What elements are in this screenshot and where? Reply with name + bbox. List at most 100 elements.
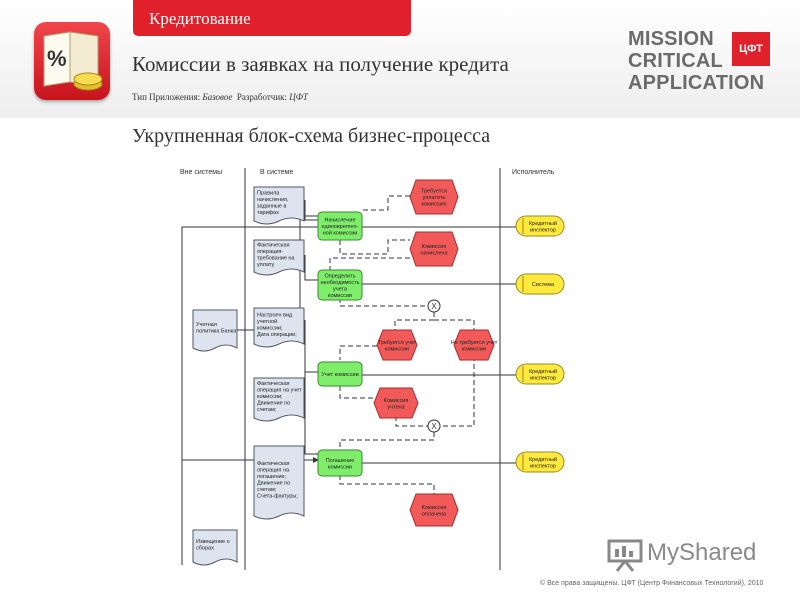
actor-role[interactable]: Система — [515, 273, 565, 295]
actor-text: инспектор — [530, 463, 556, 469]
cft-logo: ЦФТ — [732, 32, 770, 66]
event-text: Не требуется учет — [451, 340, 498, 346]
event-text: Требуется — [421, 189, 447, 195]
document-text: операция на учет — [257, 388, 302, 394]
event-text: Комиссия — [422, 505, 447, 511]
dev-label: Разработчик: — [236, 92, 288, 102]
function-box[interactable]: Учет комиссии — [317, 361, 363, 387]
event-text: Комиссия — [422, 244, 447, 250]
function-text: Начисление — [324, 218, 355, 224]
coin-icon — [73, 72, 103, 91]
function-text: единоврemen- — [322, 224, 359, 230]
function-text: учета — [333, 286, 348, 292]
document-text: Фактическая — [257, 461, 290, 467]
diagram-title: Укрупненная блок-схема бизнес-процесса — [132, 125, 491, 147]
event-text: Комиссия — [384, 398, 409, 404]
event-text: Требуется учет — [378, 340, 417, 346]
brand-line-1: MISSION — [628, 28, 714, 50]
document-text: Учетная — [196, 322, 217, 328]
document-text: Фактическая — [257, 242, 290, 248]
xor-label: X — [431, 422, 437, 431]
watermark-text: MyShared — [647, 539, 757, 566]
svg-text:%: % — [47, 46, 67, 71]
function-text: Учет комиссии — [321, 372, 358, 378]
document-text: счетам; — [257, 487, 277, 493]
function-text: Определить — [324, 273, 355, 279]
event-text: комиссию — [421, 202, 446, 208]
document-text: Извещение о — [196, 539, 230, 545]
function-text: ной комиссии — [323, 230, 358, 237]
brand-logo: MISSION CRITICAL APPLICATION ЦФТ — [628, 28, 778, 98]
event-text: оплачена — [422, 511, 447, 517]
event-text: комиссии — [462, 346, 486, 352]
document-text: комиссии; — [257, 394, 283, 400]
xor-label: X — [431, 302, 437, 311]
actor-text: Система — [532, 282, 555, 288]
document-text: сборах — [196, 545, 214, 551]
lane-system: В системе — [260, 169, 293, 176]
document-text: операция- — [257, 249, 283, 255]
document-text: начисления, — [257, 197, 289, 203]
type-label: Тип Приложения: — [132, 92, 201, 102]
footer-copyright: © Все права защищены. ЦФТ (Центр Финансо… — [540, 580, 764, 587]
type-value: Базовое — [202, 92, 233, 102]
document-text: счетам; — [257, 407, 277, 413]
event-text: учтена — [387, 404, 405, 410]
document-text: Движение по — [257, 480, 290, 486]
presentation-icon — [607, 539, 643, 572]
document-text: операция на — [257, 467, 290, 473]
lane-outside: Вне системы — [180, 169, 222, 176]
actor-text: инспектор — [530, 227, 556, 233]
brand-line-3: APPLICATION — [628, 72, 765, 94]
lane-executor: Исполнитель — [512, 169, 555, 176]
section-label: Кредитование — [149, 9, 251, 28]
dev-value: ЦФТ — [289, 92, 308, 102]
percent-book-icon: % — [34, 22, 110, 100]
page-title: Комиссии в заявках на получение кредита — [132, 52, 509, 76]
document-text: Счета-фактуры; — [257, 493, 298, 499]
document-text: Правила — [257, 190, 280, 196]
watermark: MyShared — [605, 537, 765, 573]
document-text: комиссии; — [257, 325, 283, 331]
document-text: Движение по — [257, 401, 290, 407]
document-text: уплату — [257, 262, 274, 268]
function-text: Погашение — [326, 458, 355, 464]
document-text: Настроен вид — [257, 312, 293, 318]
function-text: комиссии — [328, 464, 352, 470]
event-text: уплатить — [423, 195, 446, 201]
document-text: погашение; — [257, 474, 287, 480]
brand-line-2: CRITICAL — [628, 50, 723, 72]
document-text: Фактическая — [257, 381, 290, 387]
document-text: требование на — [257, 255, 295, 261]
actor-text: Кредитный — [529, 456, 557, 463]
app-meta: Тип Приложения: Базовое Разработчик: ЦФТ — [132, 92, 308, 102]
section-tab[interactable]: Кредитование — [133, 0, 411, 36]
document-text: политика Банка — [196, 328, 237, 334]
event-text: начислена — [420, 250, 448, 256]
xor-operator: X — [427, 419, 441, 433]
actor-text: Кредитный — [529, 220, 557, 227]
document-text: учетной — [257, 318, 277, 325]
function-text: комиссии — [328, 293, 352, 299]
function-text: необходимость — [320, 280, 359, 286]
actor-text: инспектор — [530, 375, 556, 381]
